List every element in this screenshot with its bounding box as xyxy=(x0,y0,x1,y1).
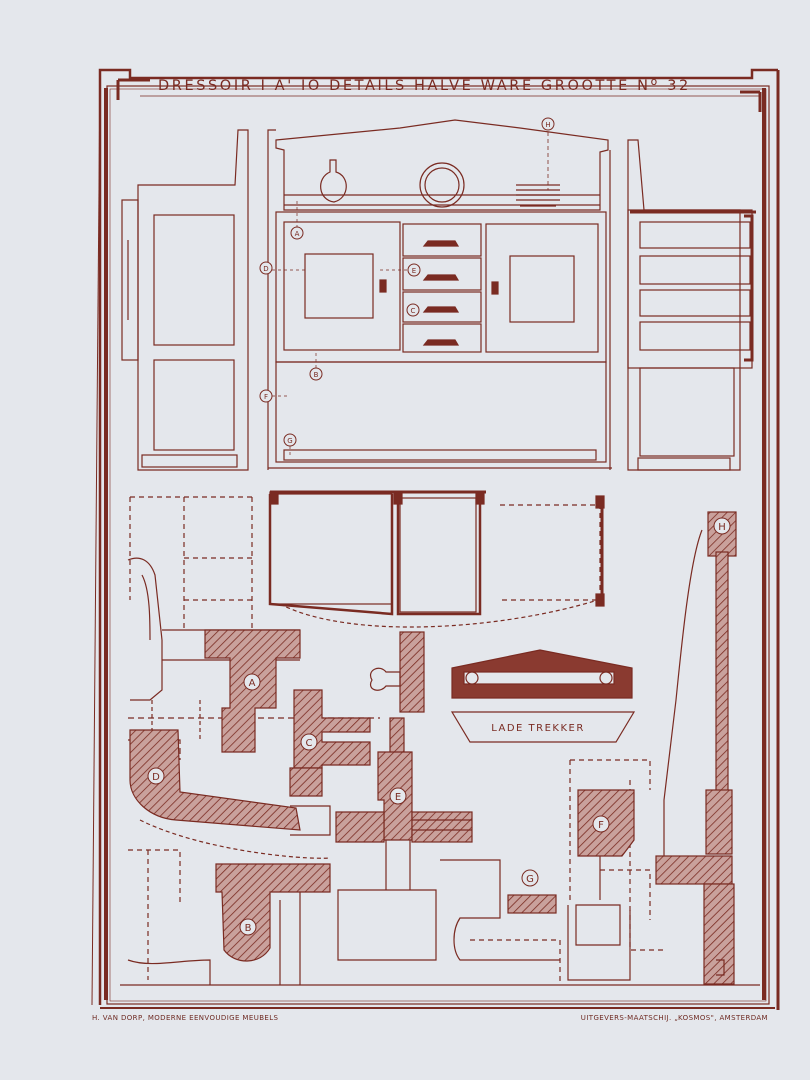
marker-d-top xyxy=(259,261,273,275)
border-frame xyxy=(91,68,780,1010)
marker-a-top xyxy=(290,226,304,240)
marker-label: G xyxy=(526,874,534,885)
detail-sections xyxy=(120,511,760,986)
markers xyxy=(147,117,731,936)
marker-a-detail xyxy=(243,673,261,691)
marker-label: C xyxy=(306,738,313,749)
marker-label: G xyxy=(287,437,292,445)
marker-h-detail xyxy=(713,517,731,535)
marker-label: E xyxy=(412,267,416,275)
marker-d-detail xyxy=(147,767,165,785)
marker-h-top xyxy=(541,117,555,131)
marker-label: E xyxy=(395,792,401,803)
marker-label: D xyxy=(152,772,160,783)
footer-publisher: UITGEVERS-MAATSCHIJ. „KOSMOS", AMSTERDAM xyxy=(580,1014,768,1022)
plate-title: DRESSOIR I A' IO DETAILS HALVE WARE GROO… xyxy=(158,78,691,94)
marker-f-detail xyxy=(592,815,610,833)
marker-g-detail xyxy=(521,869,539,887)
marker-label: C xyxy=(411,307,416,315)
marker-e-top xyxy=(407,263,421,277)
marker-g-top xyxy=(283,433,297,447)
plan-view xyxy=(129,490,605,630)
marker-label: D xyxy=(263,265,268,273)
marker-c-detail xyxy=(300,733,318,751)
marker-label: A xyxy=(295,230,300,238)
marker-f-top xyxy=(259,389,273,403)
marker-b-detail xyxy=(239,918,257,936)
marker-b-top xyxy=(309,367,323,381)
elevation-view xyxy=(121,119,756,471)
marker-label: A xyxy=(249,678,256,689)
drawer-pull-label: LADE TREKKER xyxy=(491,723,585,734)
marker-label: H xyxy=(718,522,726,533)
marker-label: F xyxy=(598,820,604,831)
marker-c-top xyxy=(406,303,420,317)
marker-label: B xyxy=(314,371,319,379)
marker-e-detail xyxy=(389,787,407,805)
marker-label: B xyxy=(245,923,252,934)
marker-label: H xyxy=(545,121,550,129)
footer-author: H. VAN DORP, MODERNE EENVOUDIGE MEUBELS xyxy=(92,1014,279,1022)
marker-label: F xyxy=(264,393,268,401)
